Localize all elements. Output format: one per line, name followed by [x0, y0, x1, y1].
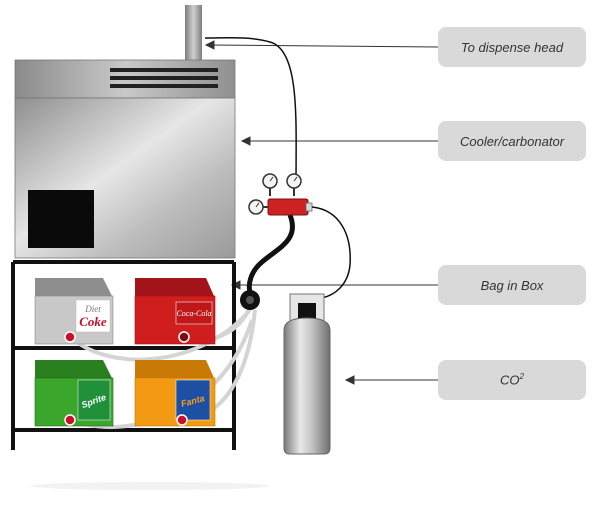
callout-bag-in-box: Bag in Box: [438, 265, 586, 305]
diet-coke-label-line2: Coke: [79, 314, 107, 329]
callout-co2: CO2: [438, 360, 586, 400]
pump-connector: [240, 290, 260, 310]
callout-dispense-head-label: To dispense head: [460, 39, 564, 55]
callout-co2-label: CO2: [500, 372, 524, 387]
beverage-line: [204, 36, 297, 186]
gas-hose-to-pump: [246, 214, 295, 293]
cooler-carbonator: [14, 59, 236, 259]
co2-regulator: [248, 173, 313, 216]
box-coca-cola: Coca-Cola: [134, 278, 216, 345]
callout-arrows: [204, 40, 439, 385]
cooler-panel: [28, 190, 94, 248]
co2-text: CO: [500, 372, 520, 388]
box-fanta: Fanta: [134, 360, 216, 427]
co2-superscript: 2: [519, 372, 524, 382]
callout-cooler-label: Cooler/carbonator: [459, 133, 565, 149]
box-diet-coke: Diet Coke: [34, 278, 114, 345]
floor-shadow: [30, 482, 270, 490]
box-sprite: Sprite: [34, 360, 114, 427]
callout-cooler-carbonator: Cooler/carbonator: [438, 121, 586, 161]
diet-coke-label-line1: Diet: [84, 304, 101, 314]
coca-cola-label: Coca-Cola: [176, 309, 211, 318]
callout-bag-in-box-label: Bag in Box: [480, 277, 544, 293]
co2-gas-line: [311, 206, 351, 299]
dispense-pipe: [185, 5, 202, 61]
co2-cylinder: [283, 293, 331, 455]
arrow-dispense-head: [211, 44, 439, 48]
callout-dispense-head: To dispense head: [438, 27, 586, 67]
cooler-vents: [110, 68, 218, 88]
